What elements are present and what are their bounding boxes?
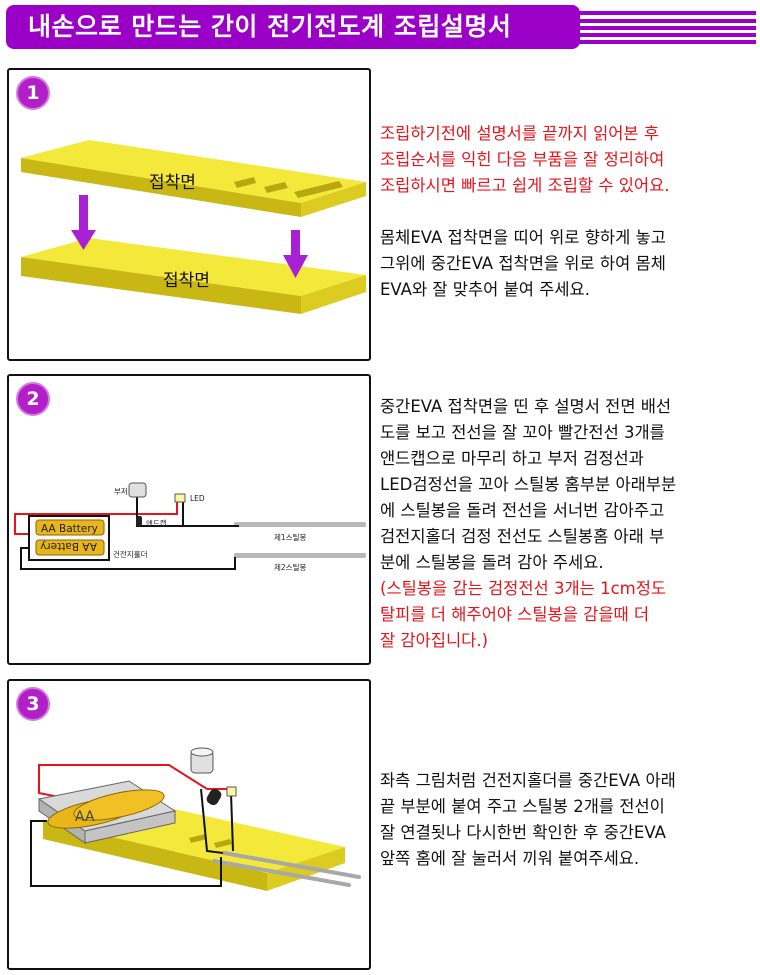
step-3-line: 잘 연결됫나 다시한번 확인한 후 중간EVA [380, 823, 666, 842]
step-1-line: EVA와 잘 맞추어 붙여 주세요. [380, 280, 590, 299]
step-2-line: LED검정선을 꼬아 스틸봉 홈부분 아래부분 [380, 475, 677, 494]
label-bottom-surface: 접착면 [163, 271, 210, 291]
step-2-red-line: (스틸봉을 감는 검정전선 3개는 1cm정도 [380, 579, 667, 598]
step-3-panel: AA 3 [7, 679, 371, 970]
step-1-line: 그위에 중간EVA 접착면을 위로 하여 몸체 [380, 254, 666, 273]
header: 내손으로 만드는 간이 전기전도계 조립설명서 [6, 5, 756, 53]
step-2-line: 도를 보고 전선을 잘 꼬아 빨간전선 3개를 [380, 423, 665, 442]
label-end-cap: 앤드캡 [146, 518, 167, 528]
step-2-line: 분에 스틸봉을 돌려 감아 주세요. [380, 553, 604, 572]
label-buzzer: 부저 [114, 487, 128, 496]
step-2-wiring-diagram: AA Battery AA Battery 부저 LED 앤드캡 건전지홀더 제… [14, 482, 366, 572]
step-2-red-line: 탈피를 더 해주어야 스틸봉을 감을때 더 [380, 605, 650, 624]
step-1-illustration: 접착면 접착면 [21, 140, 366, 314]
step-1-panel: 접착면 접착면 1 [7, 68, 371, 361]
page-title: 내손으로 만드는 간이 전기전도계 조립설명서 [6, 5, 580, 49]
step-2-line: 검전지홀더 검정 전선도 스틸봉홈 아래 부 [380, 527, 665, 546]
label-top-surface: 접착면 [149, 173, 196, 193]
step-2-line: 에 스틸봉을 돌려 전선을 서너번 감아주고 [380, 501, 665, 520]
step-1-red-line: 조립순서를 익힌 다음 부품을 잘 정리하여 [380, 150, 665, 169]
label-rod-2: 제2스틸봉 [274, 563, 306, 572]
step-3-illustration: AA [30, 747, 361, 891]
title-stripes [578, 11, 756, 45]
label-battery: AA [75, 809, 95, 825]
label-battery-bottom: AA Battery [40, 540, 97, 552]
step-3-badge: 3 [16, 687, 50, 721]
step-3-line: 끝 부분에 붙여 주고 스틸봉 2개를 전선이 [380, 797, 665, 816]
label-rod-1: 제1스틸봉 [274, 533, 306, 542]
step-1-badge: 1 [16, 76, 50, 110]
step-1-text: 조립하기전에 설명서를 끝까지 읽어본 후 조립순서를 익힌 다음 부품을 잘 … [380, 121, 754, 303]
step-3-text: 좌측 그림처럼 건전지홀더를 중간EVA 아래 끝 부분에 붙여 주고 스틸봉 … [380, 768, 754, 872]
step-2-line: 앤드캡으로 마무리 하고 부저 검정선과 [380, 449, 644, 468]
label-battery-top: AA Battery [41, 523, 98, 535]
step-2-badge: 2 [16, 382, 50, 416]
step-2-red-line: 잘 감아집니다.) [380, 631, 489, 650]
step-2-panel: AA Battery AA Battery 부저 LED 앤드캡 건전지홀더 제… [7, 374, 371, 665]
label-led: LED [190, 494, 205, 503]
step-3-line: 좌측 그림처럼 건전지홀더를 중간EVA 아래 [380, 771, 676, 790]
label-battery-holder: 건전지홀더 [113, 549, 148, 559]
step-1-red-line: 조립하시면 빠르고 쉽게 조립할 수 있어요. [380, 176, 670, 195]
step-2-line: 중간EVA 접착면을 띤 후 설명서 전면 배선 [380, 397, 672, 416]
step-3-line: 앞쪽 홈에 잘 눌러서 끼워 붙여주세요. [380, 849, 640, 868]
step-1-line: 몸체EVA 접착면을 띠어 위로 향하게 놓고 [380, 228, 666, 247]
step-1-red-line: 조립하기전에 설명서를 끝까지 읽어본 후 [380, 124, 660, 143]
step-2-text: 중간EVA 접착면을 띤 후 설명서 전면 배선 도를 보고 전선을 잘 꼬아 … [380, 394, 754, 654]
